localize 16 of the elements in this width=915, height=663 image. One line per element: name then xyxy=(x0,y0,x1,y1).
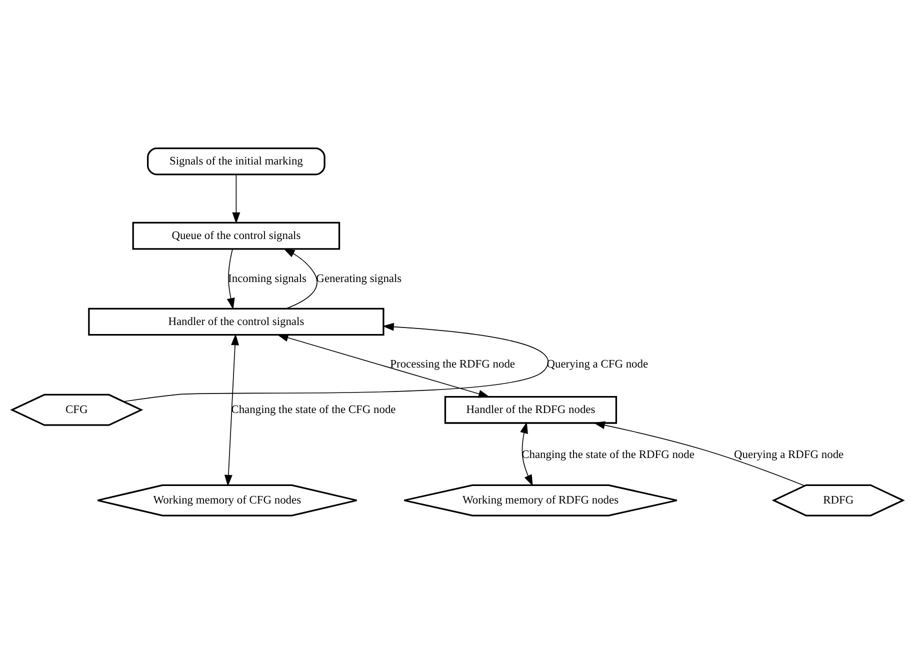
node-box: Signals of the initial marking xyxy=(147,146,326,175)
arrow xyxy=(123,322,548,402)
arrow xyxy=(224,333,240,486)
node-box: Handler of the control signals xyxy=(88,307,384,336)
arrow xyxy=(232,174,240,224)
edge-label: Generating signals xyxy=(316,272,402,284)
node-box: Handler of the RDFG nodes xyxy=(444,396,618,424)
edge-label: Changing the state of the CFG node xyxy=(231,403,396,416)
edge-label: Processing the RDFG node xyxy=(390,358,516,370)
arrow xyxy=(283,248,318,308)
edge-label: Querying a RDFG node xyxy=(734,448,844,461)
arrow xyxy=(593,420,805,486)
arrow xyxy=(520,421,533,486)
arrow xyxy=(276,333,490,398)
node-box: Queue of the control signals xyxy=(132,221,340,250)
arrow xyxy=(226,248,235,310)
